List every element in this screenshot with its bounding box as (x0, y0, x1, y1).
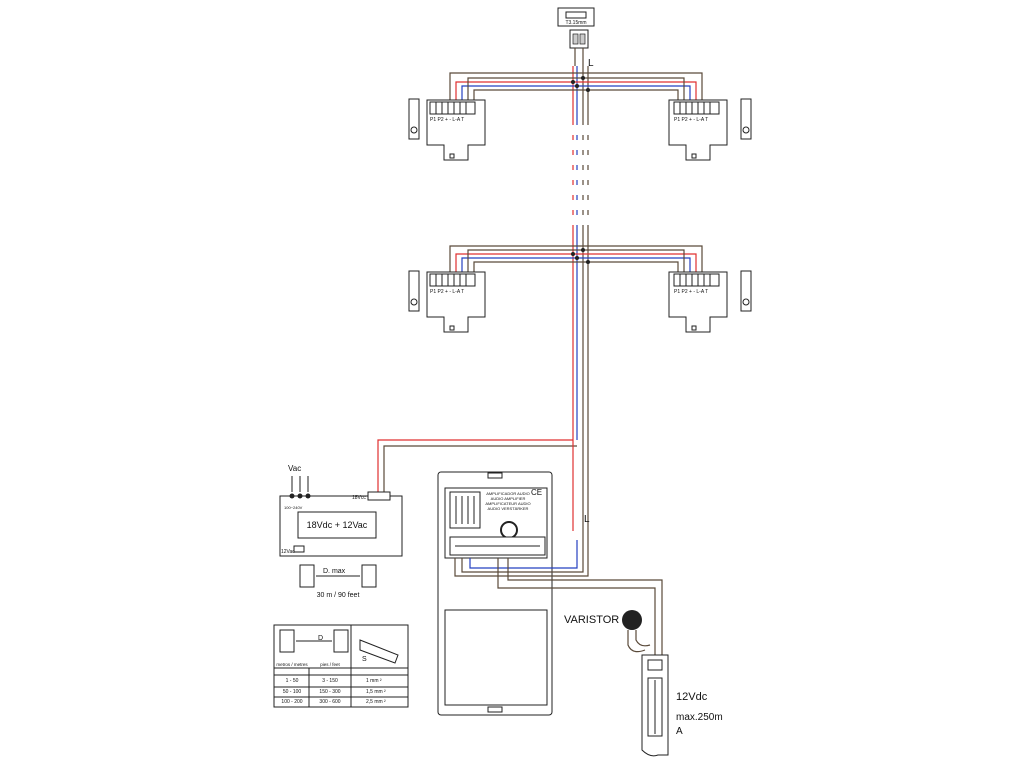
lock-cable-1 (497, 558, 656, 655)
lock-cable-2 (507, 558, 663, 655)
amp-line-3: AUDIO VERSTÄRKER (488, 506, 529, 511)
riser-cables (568, 66, 594, 460)
monitor-4: P1 P2 + - L-A T (668, 270, 752, 333)
table-s-label: S (362, 656, 367, 663)
varistor: VARISTOR (564, 610, 651, 653)
amp-line-2: AMPLIFICATEUR AUDIO (485, 501, 530, 506)
panel-dark (461, 460, 584, 573)
floor-1-bus (449, 72, 703, 101)
monitor-1: P1 P2 + - L-A T (408, 98, 486, 161)
monitor-3-terminals: P1 P2 + - L-A T (430, 289, 464, 295)
table-cell: 150 - 300 (319, 689, 340, 695)
table-cell: 3 - 150 (322, 678, 338, 684)
ps-main-label: 18Vdc + 12Vac (307, 520, 368, 530)
lock-current: max.250m (676, 712, 723, 723)
table-cell: 1 mm ² (366, 678, 382, 684)
table-cell: 2,5 mm ² (366, 699, 386, 705)
amp-ce: CE (531, 488, 542, 497)
bus-line-label-top: L (588, 58, 594, 69)
panel-dark-2 (454, 455, 589, 577)
distance-label: D. max (323, 568, 346, 575)
ps-red-cable (377, 439, 573, 492)
table-cell: 1,5 mm ² (366, 689, 386, 695)
monitor-3: P1 P2 + - L-A T (408, 270, 486, 333)
lock-unit: A (676, 726, 683, 737)
ps-dark-cable (383, 445, 577, 492)
monitor-1-terminals: P1 P2 + - L-A T (430, 117, 464, 123)
monitor-2-terminals: P1 P2 + - L-A T (674, 117, 708, 123)
distance-value: 30 m / 90 feet (317, 592, 360, 599)
table-cell: 300 - 600 (319, 699, 340, 705)
amp-line-1: AUDIO AMPLIFIER (491, 496, 526, 501)
floor-2-bus (449, 245, 703, 273)
ps-bottom-label: 12Vac (281, 549, 295, 555)
table-d-label: D (318, 635, 323, 642)
door-panel: AMPLIFICADOR AUDIO AUDIO AMPLIFIER AMPLI… (437, 471, 553, 716)
cable-table: D S metros / metres pies / feet 1 - 50 3… (273, 624, 409, 708)
distance-note: D. max 30 m / 90 feet (299, 564, 377, 599)
varistor-label: VARISTOR (564, 614, 619, 626)
monitor-2: P1 P2 + - L-A T (668, 98, 752, 161)
table-cell: 100 - 200 (281, 699, 302, 705)
ps-output-label: 18Vcc (352, 495, 366, 501)
fuse-label: T3.15mm (565, 20, 586, 26)
table-header-1: pies / feet (320, 662, 340, 667)
panel-blue (469, 540, 578, 569)
table-cell: 1 - 50 (286, 678, 299, 684)
power-supply: Vac 18Vcc 100~240V 18Vdc + 12Vac 12Vac (279, 464, 403, 557)
table-cell: 50 - 100 (283, 689, 302, 695)
amp-line-0: AMPLIFICADOR AUDIO (486, 491, 530, 496)
table-header-0: metros / metres (276, 662, 308, 667)
ps-mains-label: 100~240V (284, 505, 303, 510)
electric-lock: 12Vdc max.250m A (641, 654, 723, 757)
bus-line-label-bottom: L (584, 514, 590, 525)
fuse: T3.15mm (557, 7, 595, 49)
ps-input-label: Vac (288, 464, 301, 473)
lock-voltage: 12Vdc (676, 691, 708, 703)
monitor-4-terminals: P1 P2 + - L-A T (674, 289, 708, 295)
